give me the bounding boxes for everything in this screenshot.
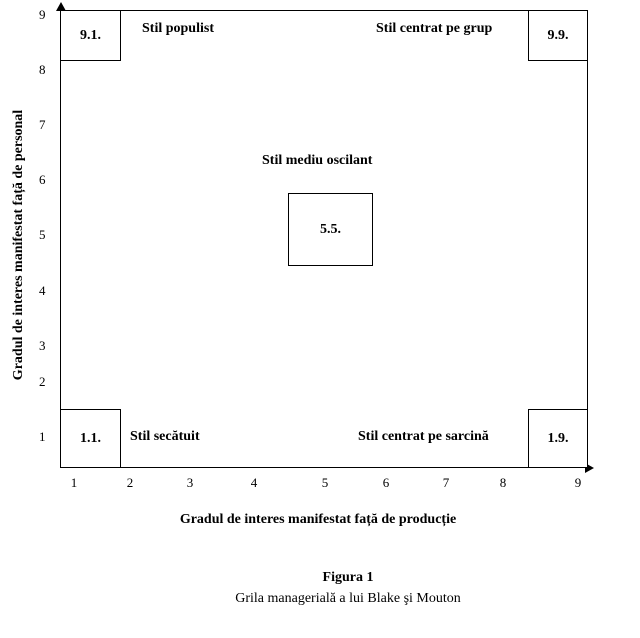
x-tick-label: 7 — [442, 475, 450, 490]
x-tick-label: 1 — [70, 475, 78, 490]
style-label-populist: Stil populist — [142, 21, 214, 36]
y-tick-label: 8 — [39, 62, 46, 77]
y-tick-label: 2 — [39, 374, 46, 389]
figure-number: Figura 1 — [322, 570, 374, 585]
x-tick-label: 6 — [382, 475, 390, 490]
x-tick-label: 3 — [186, 475, 194, 490]
style-label-secatuit: Stil secătuit — [130, 429, 200, 444]
style-label-mediu-oscilant: Stil mediu oscilant — [262, 153, 373, 168]
style-box-1-1: 1.1. — [60, 409, 121, 468]
y-tick-label: 4 — [39, 283, 46, 298]
y-axis-label: Gradul de interes manifestat față de per… — [11, 109, 26, 381]
style-label-centrat-pe-sarcina: Stil centrat pe sarcină — [358, 429, 489, 444]
x-tick-label: 4 — [250, 475, 258, 490]
y-axis-arrow-icon — [56, 2, 66, 11]
style-box-5-5: 5.5. — [288, 193, 373, 266]
y-axis-line — [60, 10, 61, 468]
figure-caption: Grila managerială a lui Blake şi Mouton — [235, 591, 461, 606]
y-tick-label: 5 — [39, 227, 46, 242]
style-box-9-9: 9.9. — [528, 10, 588, 61]
x-tick-label: 5 — [321, 475, 329, 490]
x-tick-label: 8 — [499, 475, 507, 490]
x-tick-label: 9 — [574, 475, 582, 490]
y-tick-label: 9 — [39, 7, 46, 22]
style-box-9-1: 9.1. — [60, 10, 121, 61]
grid-frame — [60, 10, 588, 468]
y-tick-label: 6 — [39, 172, 46, 187]
style-box-1-9: 1.9. — [528, 409, 588, 468]
y-tick-label: 7 — [39, 117, 46, 132]
y-tick-label: 3 — [39, 338, 46, 353]
y-tick-label: 1 — [39, 429, 46, 444]
x-axis-line — [60, 467, 590, 468]
x-axis-label: Gradul de interes manifestat față de pro… — [179, 512, 457, 527]
style-label-centrat-pe-grup: Stil centrat pe grup — [376, 21, 493, 36]
x-tick-label: 2 — [126, 475, 134, 490]
x-axis-arrow-icon — [585, 463, 594, 473]
